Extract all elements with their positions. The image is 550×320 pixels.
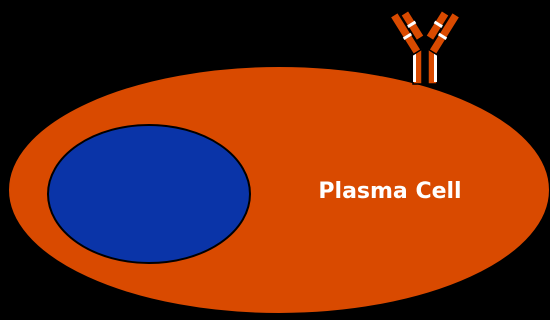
nucleus xyxy=(48,125,250,263)
cell-label: Plasma Cell xyxy=(318,179,461,204)
